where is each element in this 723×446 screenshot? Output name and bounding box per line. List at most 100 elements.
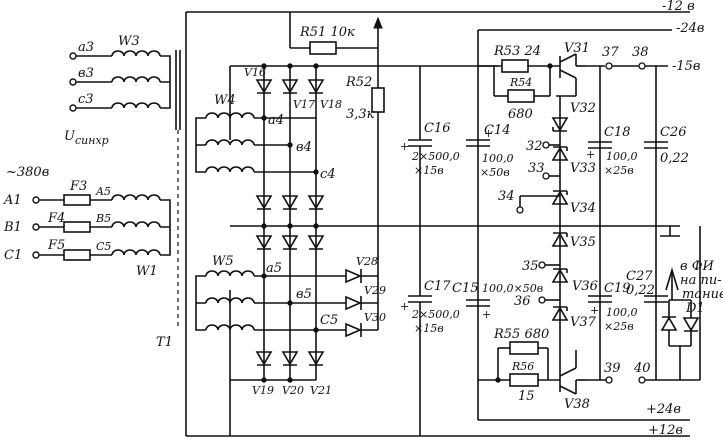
- phase-a1: A1: [3, 193, 22, 208]
- r55-r56-v38: R55 680 R56 15 V38: [478, 327, 590, 412]
- svg-text:+: +: [586, 148, 595, 161]
- c27-l1: 0,22: [626, 283, 655, 298]
- tap-c3: c3: [78, 92, 94, 107]
- cap-c14: + C14 100,0 ×50в: [466, 123, 514, 179]
- winding-w4: W4 a4 в4 c4: [195, 93, 336, 182]
- resistor-r52: R52 3,3к: [345, 16, 385, 226]
- r54-value: 680: [508, 107, 533, 122]
- c18-l2: ×25в: [604, 164, 634, 177]
- c14-name: C14: [484, 123, 511, 138]
- zener-v37: V37: [570, 315, 597, 330]
- r51-label: R51 10к: [299, 25, 355, 40]
- r56-value: 15: [518, 389, 535, 404]
- r54-label: R54: [509, 76, 532, 89]
- tap-b4: в4: [296, 140, 312, 155]
- diode-v18: V18: [320, 98, 342, 111]
- end-c5: C5: [96, 240, 111, 253]
- fuse-f3: F3: [69, 179, 87, 194]
- winding-w1-label: W1: [136, 264, 158, 279]
- zener-v32: V32: [570, 101, 596, 116]
- diode-v17: V17: [293, 98, 315, 111]
- diode-v28: V28: [356, 255, 378, 268]
- rail-m12-label: -12 в: [662, 0, 695, 14]
- transistor-v31: V31: [564, 41, 590, 56]
- cap-c27: C27 0,22: [626, 269, 668, 303]
- resistor-r51: R51 10к: [289, 12, 378, 55]
- c17-name: C17: [424, 279, 451, 294]
- c16-name: C16: [424, 121, 451, 136]
- fuse-f5: F5: [47, 238, 65, 253]
- c15-name: C15: [452, 281, 479, 296]
- tap-a4: a4: [268, 113, 284, 128]
- svg-text:+: +: [400, 140, 409, 153]
- c17-l2: ×15в: [414, 322, 444, 335]
- phase-b1: B1: [3, 220, 22, 235]
- terminal-40: 40: [633, 361, 651, 376]
- cap-c15: + C15 100,0×50в: [452, 281, 543, 321]
- transistor-v38: V38: [564, 397, 590, 412]
- fi-note-1: в ФИ: [680, 259, 714, 274]
- winding-w3: W3 a3 в3 c3 Uсинхр: [64, 34, 171, 147]
- c14-l1: 100,0: [482, 152, 514, 165]
- rail-m24-label: -24в: [676, 21, 705, 36]
- transformer-core: T1: [156, 50, 181, 350]
- phase-c1: C1: [4, 248, 22, 263]
- zener-stack: V32 V33 V34 V35 V36 V37 32 33 34 35 36: [498, 96, 598, 370]
- c19-l2: ×25в: [604, 320, 634, 333]
- terminal-32: 32: [526, 139, 543, 154]
- r53-r54-v31: R53 24 R54 680 V31: [478, 41, 590, 122]
- c18-l1: 100,0: [606, 150, 638, 163]
- diode-v30: V30: [364, 311, 386, 324]
- cap-c18: + C18 100,0 ×25в: [586, 125, 638, 177]
- diode-v21: V21: [310, 384, 332, 397]
- terminal-39: 39: [604, 361, 621, 376]
- rail-p12: +12в: [186, 423, 690, 438]
- c15-l1: 100,0×50в: [482, 282, 543, 295]
- c17-l1: 2×500,0: [411, 308, 460, 321]
- c16-l2: ×15в: [414, 164, 444, 177]
- tap-c5: C5: [320, 313, 338, 328]
- cap-c19: + C19 100,0 ×25в: [588, 281, 638, 333]
- tap-a3: a3: [78, 40, 94, 55]
- c16-l1: 2×500,0: [411, 150, 460, 163]
- c27-name: C27: [626, 269, 653, 284]
- svg-text:+: +: [484, 127, 493, 140]
- zener-v33: V33: [570, 161, 596, 176]
- rail-m12: -12 в: [186, 0, 695, 14]
- terminal-37: 37: [602, 45, 619, 60]
- winding-w3-label: W3: [118, 34, 140, 49]
- zener-v35: V35: [570, 235, 596, 250]
- u-sync-label: Uсинхр: [64, 129, 109, 147]
- fi-note-3: тание: [682, 287, 723, 302]
- svg-text:+: +: [482, 308, 491, 321]
- mains-voltage: ~380в: [6, 165, 49, 180]
- fi-note-2: на пи-: [680, 273, 722, 288]
- tap-b5: в5: [296, 287, 312, 302]
- svg-text:+: +: [590, 304, 599, 317]
- r55-label: R55 680: [493, 327, 549, 342]
- cap-c17: + C17 2×500,0 ×15в: [400, 226, 460, 436]
- c19-name: C19: [604, 281, 631, 296]
- tap-a5: a5: [266, 261, 282, 276]
- terminal-36: 36: [514, 294, 531, 309]
- diode-v29: V29: [364, 284, 386, 297]
- transformer-label: T1: [156, 335, 173, 350]
- c26-name: C26: [660, 125, 687, 140]
- c26-l1: 0,22: [660, 151, 689, 166]
- svg-text:+: +: [400, 300, 409, 313]
- terminal-38: 38: [632, 45, 649, 60]
- rail-m15-label: -15в: [672, 59, 701, 74]
- c18-name: C18: [604, 125, 631, 140]
- rail-p24-label: +24в: [646, 402, 681, 417]
- zener-v34: V34: [570, 201, 596, 216]
- tap-b3: в3: [78, 66, 94, 81]
- cap-c16: + C16 2×500,0 ×15в: [400, 66, 460, 226]
- rail-m24: -24в: [478, 21, 705, 36]
- end-a5: A5: [95, 185, 111, 198]
- terminal-35: 35: [522, 259, 539, 274]
- tap-c4: c4: [320, 167, 336, 182]
- rail-p12-label: +12в: [648, 423, 683, 438]
- end-b5: B5: [95, 212, 111, 225]
